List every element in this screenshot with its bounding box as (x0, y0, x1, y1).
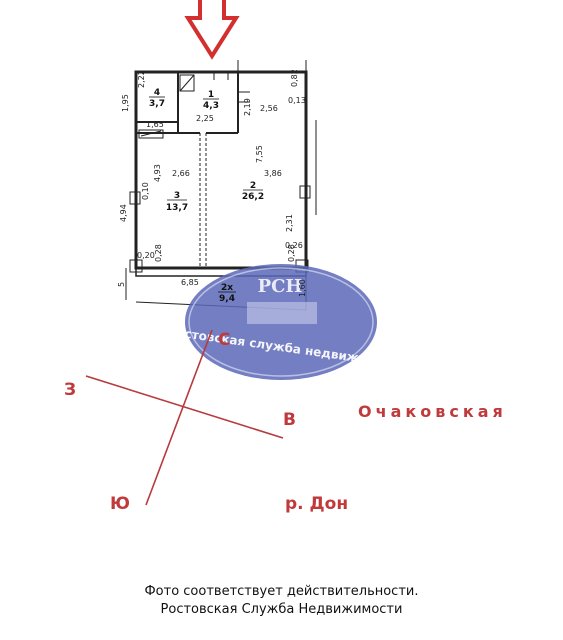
dim-label: 0,13 (288, 96, 306, 105)
dim-label: 0,20 (137, 251, 155, 260)
compass-north: С (218, 330, 231, 350)
dim-label: 0,26 (285, 241, 303, 250)
dim-label: 6,85 (181, 278, 199, 287)
building-icon (247, 302, 317, 324)
room-labels: 1 4,3 2 26,2 3 13,7 4 3,7 2х 9,4 (149, 88, 264, 304)
dim-label: 7,55 (255, 145, 264, 163)
dim-label: 1,95 (121, 94, 130, 112)
room-1-num: 1 (208, 90, 214, 100)
dim-label: 1,60 (298, 279, 307, 297)
room-2x-num: 2х (221, 283, 233, 293)
dim-label: 2,56 (260, 104, 278, 113)
dim-label: 1,65 (146, 120, 164, 129)
room-2-num: 2 (250, 181, 256, 191)
dim-label: 0,82 (290, 69, 299, 87)
room-4-area: 3,7 (149, 99, 165, 109)
compass-cross (85, 329, 284, 506)
dim-label: 3,86 (264, 169, 282, 178)
dim-label: 0,10 (141, 182, 150, 200)
dim-label: 2,25 (196, 114, 214, 123)
room-3-area: 13,7 (166, 203, 188, 213)
room-2x-area: 9,4 (219, 294, 235, 304)
dim-label: 2,22 (137, 70, 146, 88)
footer-line-2: Ростовская Служба Недвижимости (160, 602, 403, 617)
room-2-area: 26,2 (242, 192, 264, 202)
street-label: Очаковская (358, 402, 507, 421)
compass-east: В (283, 410, 296, 430)
dim-label: 2,19 (243, 98, 252, 116)
entrance-arrow-icon (184, 0, 240, 60)
footer-line-1: Фото соответствует действительности. (144, 584, 419, 599)
dim-label: 4,94 (119, 204, 128, 222)
dim-label: 2,66 (172, 169, 190, 178)
room-3-num: 3 (174, 191, 180, 201)
dim-label: 5 (117, 282, 126, 287)
compass-west: З (64, 380, 77, 400)
dim-label: 0,28 (287, 244, 296, 262)
river-label: р. Дон (285, 494, 349, 514)
compass-south: Ю (110, 494, 130, 514)
watermark: РСН Ростовская служба недвижимости (167, 264, 408, 380)
room-4-num: 4 (154, 88, 160, 98)
watermark-logo: РСН (258, 276, 303, 297)
dim-label: 0,28 (154, 244, 163, 262)
room-1-area: 4,3 (203, 101, 219, 111)
dim-label: 2,31 (285, 214, 294, 232)
dim-label: 4,93 (153, 164, 162, 182)
dimension-labels: 2,22 1,95 1,65 2,25 2,19 2,56 0,82 0,13 … (117, 69, 307, 297)
